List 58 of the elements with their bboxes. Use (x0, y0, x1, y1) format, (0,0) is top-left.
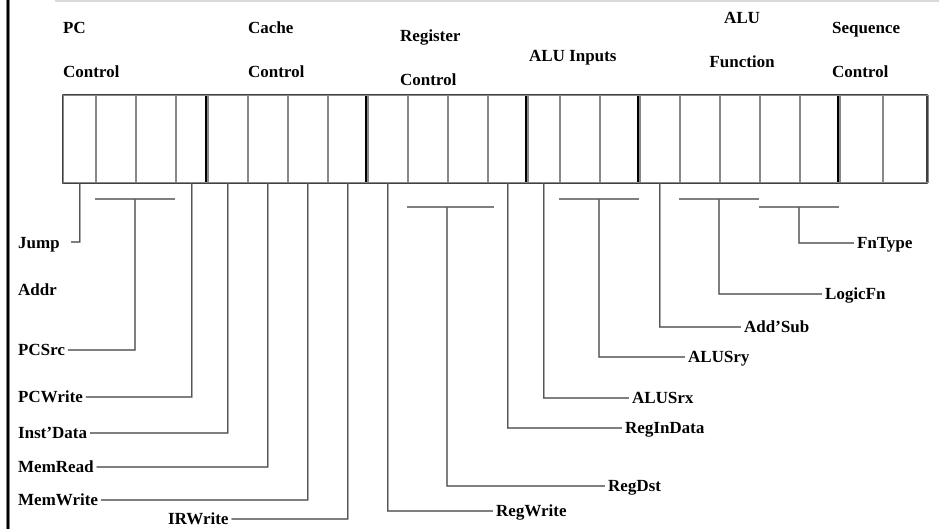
leader-line (71, 183, 80, 243)
signal-label: PCSrc (18, 340, 65, 360)
leader-line (96, 183, 268, 468)
signal-label: RegInData (625, 418, 704, 438)
signal-label: PCWrite (18, 387, 83, 407)
field-group-heading: PC Control (63, 17, 120, 83)
field-cell (487, 95, 528, 183)
signal-label: Add’Sub (744, 317, 810, 337)
field-cell (639, 95, 680, 183)
field-cell (207, 95, 248, 183)
field-cell (599, 95, 640, 183)
signal-label: RegWrite (496, 501, 566, 521)
field-cell (719, 95, 760, 183)
field-cell (882, 95, 928, 183)
field-cell (327, 95, 368, 183)
field-group-heading: ALU Function (708, 7, 776, 73)
leader-line (231, 183, 348, 520)
leader-line (90, 183, 228, 434)
signal-label: Inst’Data (18, 423, 87, 443)
field-group-heading: Cache Control (248, 17, 306, 83)
leader-line (100, 183, 308, 501)
leader-line (387, 183, 493, 512)
field-cell (759, 95, 800, 183)
signal-label: FnType (857, 233, 912, 253)
field-cell (679, 95, 720, 183)
leader-line (507, 183, 622, 429)
leader-line (678, 198, 823, 295)
signal-label: IRWrite (168, 509, 228, 529)
signal-label: MemWrite (18, 490, 98, 510)
field-group-heading: ALU Inputs (529, 45, 618, 67)
field-cell (95, 95, 136, 183)
field-cell (247, 95, 288, 183)
signal-label: LogicFn (825, 284, 886, 304)
signal-label: Jump Addr (18, 219, 68, 313)
leader-line (406, 206, 606, 487)
field-cell (527, 95, 560, 183)
field-group-heading: Register Control (400, 25, 462, 91)
field-cell (407, 95, 448, 183)
field-cell (799, 95, 840, 183)
field-cell (63, 95, 96, 183)
leader-line (543, 183, 629, 399)
leader-line (86, 183, 192, 398)
signal-label: RegDst (608, 476, 661, 496)
field-group-heading: Sequence Control (832, 17, 901, 83)
field-cell (447, 95, 488, 183)
signal-label: ALUSrx (632, 388, 694, 408)
field-cell (839, 95, 884, 183)
leader-line (67, 198, 176, 351)
signal-label: ALUSry (688, 347, 750, 367)
field-cell (559, 95, 600, 183)
signal-label: MemRead (18, 457, 94, 477)
leader-line (558, 198, 686, 358)
field-cell (287, 95, 328, 183)
field-cell (175, 95, 208, 183)
leader-line (659, 183, 741, 328)
leader-line (758, 206, 855, 244)
field-cell (367, 95, 408, 183)
field-cell (135, 95, 176, 183)
